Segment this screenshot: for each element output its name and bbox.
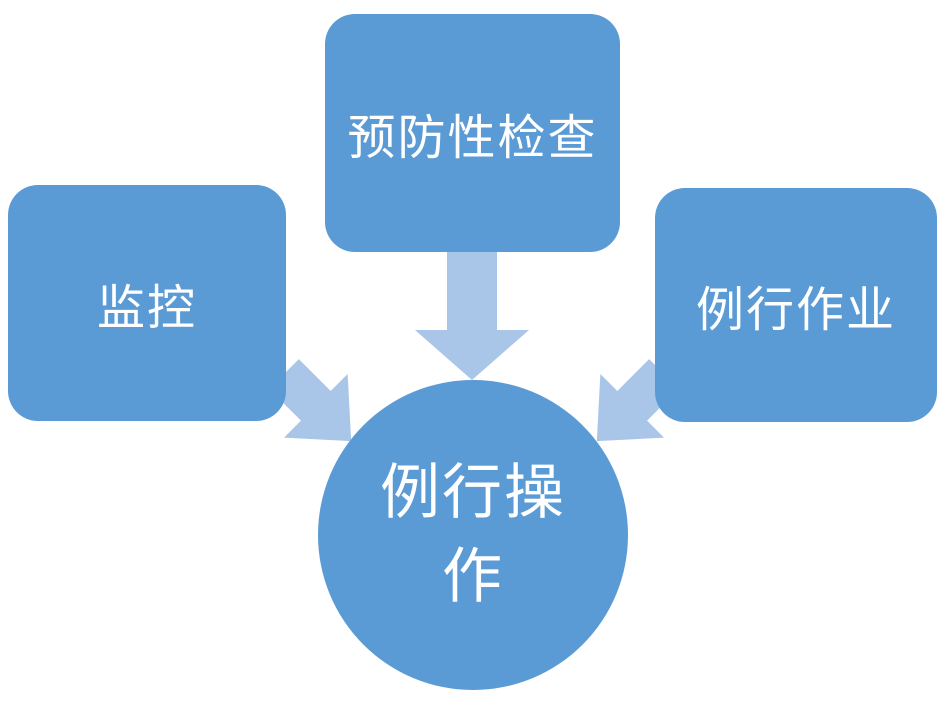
box-monitoring-label: 监控 [96,282,197,335]
box-routine-work: 例行作业 [655,188,937,422]
box-routine-work-label: 例行作业 [695,284,896,337]
arrow-top-to-center-icon [415,250,529,380]
box-preventive-inspection-label: 预防性检查 [347,112,598,165]
circle-routine-operation-label: 例行操作 [380,460,566,610]
circle-routine-operation: 例行操作 [318,380,628,690]
box-monitoring: 监控 [8,185,286,421]
box-preventive-inspection: 预防性检查 [325,14,620,252]
